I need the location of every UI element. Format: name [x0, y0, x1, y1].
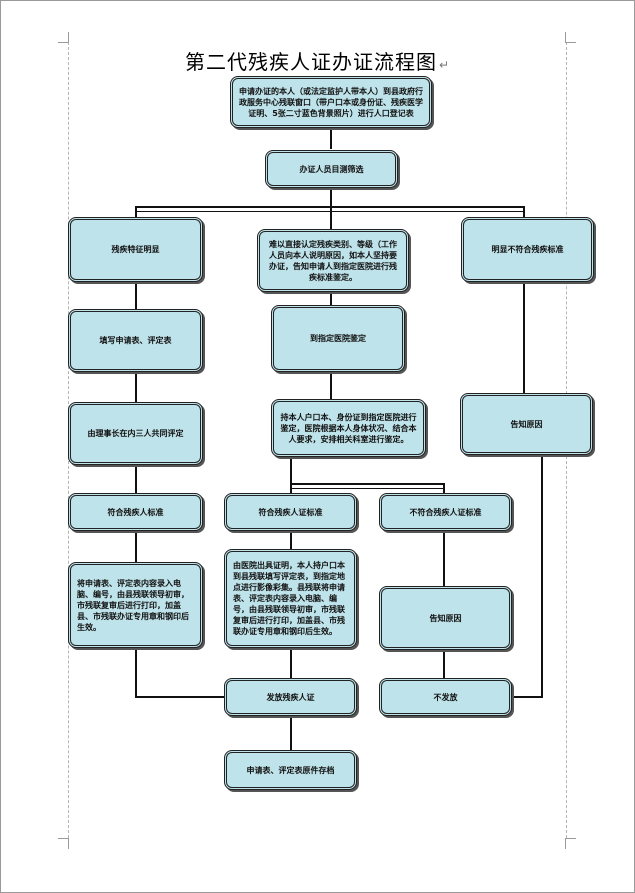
archive-text: 申请表、评定表原件存档 [246, 765, 335, 775]
designated-hospital-text: 到指定医院鉴定 [310, 334, 366, 343]
connector-screening-bus [330, 187, 332, 208]
apply-text: 申请办证的本人（或法定监护人带本人）到县政府行政服务中心残联窗口（带户口本或身份… [239, 86, 423, 118]
enter-data-box-2: 由医院出具证明，本人持户口本到县残联填写评定表，到指定地点进行影像彩集。县残联将… [224, 549, 357, 648]
archive-box: 申请表、评定表原件存档 [224, 750, 357, 790]
connector-right-2 [541, 455, 543, 697]
inform-reason-box-1: 告知原因 [460, 393, 593, 455]
crop-mark-bottom-left [58, 838, 69, 849]
hard-to-identify-text: 难以直接认定残疾类别、等级（工作人员向本人说明原因，如本人坚持要办证，告知申请人… [269, 239, 397, 282]
connector-apply-screening [330, 126, 332, 149]
connector-right-1 [523, 282, 525, 394]
screening-box: 办证人员目测筛选 [265, 150, 398, 188]
inform-reason-box-2: 告知原因 [379, 586, 512, 650]
no-issue-text: 不发放 [433, 692, 458, 702]
fill-forms-box: 填写申请表、评定表 [68, 309, 203, 372]
connector-left-4 [135, 531, 137, 562]
obvious-text: 残疾特征明显 [111, 245, 160, 254]
crop-mark-top-right [565, 32, 576, 43]
connector-left-3 [135, 465, 137, 493]
issue-cert-box: 发放残疾人证 [224, 678, 357, 716]
inform-reason-text-2: 告知原因 [429, 613, 462, 623]
not-meeting-cert-text: 不符合残疾人证标准 [409, 507, 482, 517]
meets-cert-box: 符合残疾人证标准 [224, 493, 357, 531]
enter-data-text-1: 将申请表、评定表内容录入电脑、编号，由县残联领导初审，市残联复审后进行打印，加盖… [77, 578, 189, 632]
meets-disabled-text: 符合残疾人标准 [107, 507, 164, 517]
connector-mid-bus-inner [290, 488, 445, 489]
page-title: 第二代残疾人证办证流程图↵ [0, 46, 635, 75]
connector-bus-left [135, 206, 137, 218]
connector-left-5 [135, 648, 137, 697]
connector-mid-bus [290, 483, 445, 485]
obvious-box: 残疾特征明显 [68, 217, 203, 282]
connector-mid-bus-left [290, 483, 292, 495]
designated-hospital-box: 到指定医院鉴定 [271, 305, 405, 372]
connector-mid-3 [290, 457, 292, 484]
connector-mid-6 [290, 716, 292, 750]
not-meeting-obvious-text: 明显不符合残疾标准 [491, 245, 564, 254]
return-mark: ↵ [438, 58, 451, 72]
crop-mark-bottom-right [565, 838, 576, 849]
meets-disabled-box: 符合残疾人标准 [68, 493, 203, 531]
title-text: 第二代残疾人证办证流程图 [184, 50, 437, 74]
connector-mid-5 [290, 648, 292, 678]
connector-mid-bus-right [443, 483, 445, 495]
hard-to-identify-box: 难以直接认定残疾类别、等级（工作人员向本人说明原因，如本人坚持要办证，告知申请人… [257, 229, 409, 292]
connector-left-1 [135, 282, 137, 310]
apply-box: 申请办证的本人（或法定监护人带本人）到县政府行政服务中心残联窗口（带户口本或身份… [230, 76, 432, 128]
fill-forms-text: 填写申请表、评定表 [99, 336, 172, 345]
hospital-exam-text: 持本人户口本、身份证到指定医院进行鉴定，医院根据本人身体状况、结合本人要求，安排… [280, 412, 417, 444]
screening-text: 办证人员目测筛选 [299, 164, 364, 174]
enter-data-text-2: 由医院出具证明，本人持户口本到县残联填写评定表，到指定地点进行影像彩集。县残联将… [233, 561, 345, 636]
inform-reason-text-1: 告知原因 [510, 419, 543, 429]
hospital-exam-box: 持本人户口本、身份证到指定医院进行鉴定，医院根据本人身体状况、结合本人要求，安排… [271, 399, 426, 457]
not-meeting-obvious-box: 明显不符合残疾标准 [461, 217, 594, 282]
connector-mid-2 [330, 372, 332, 400]
connector-notmeet-2 [443, 650, 445, 680]
crop-mark-top-left [58, 32, 69, 43]
connector-mid-4 [290, 531, 292, 549]
issue-cert-text: 发放残疾人证 [266, 692, 315, 702]
connector-left-2 [135, 372, 137, 402]
not-meeting-cert-box: 不符合残疾人证标准 [379, 493, 512, 531]
committee-review-text: 由理事长在内三人共同评定 [87, 429, 184, 438]
connector-bus-mid [330, 206, 332, 229]
connector-right-join [512, 696, 543, 698]
no-issue-box: 不发放 [379, 678, 512, 716]
connector-mid-1 [330, 292, 332, 305]
enter-data-box-1: 将申请表、评定表内容录入电脑、编号，由县残联领导初审，市残联复审后进行打印，加盖… [68, 562, 203, 648]
connector-left-join [135, 696, 225, 698]
committee-review-box: 由理事长在内三人共同评定 [68, 402, 203, 465]
connector-bus-right [523, 206, 525, 218]
connector-notmeet-1 [443, 531, 445, 586]
meets-cert-text: 符合残疾人证标准 [258, 507, 323, 517]
